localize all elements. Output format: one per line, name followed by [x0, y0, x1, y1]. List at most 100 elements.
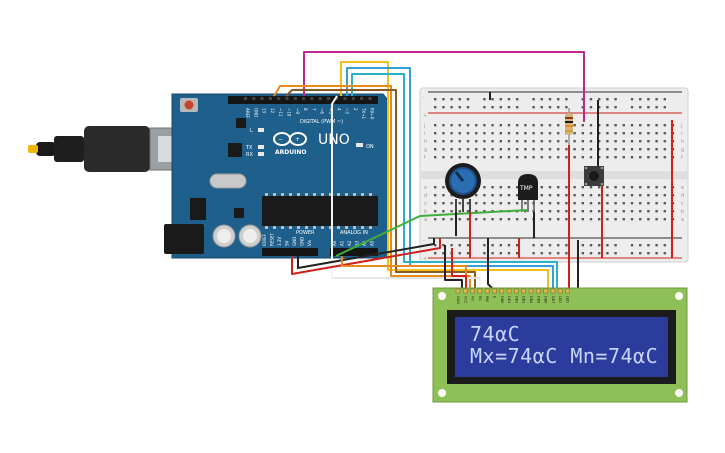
lcd-pin-label: DB7: [551, 296, 555, 303]
digital-pin-label: 2: [353, 108, 358, 111]
row-letter: c: [681, 201, 684, 207]
row-letter: g: [681, 147, 684, 153]
wire-blue: [346, 67, 554, 290]
lcd-pin[interactable]: [543, 288, 548, 294]
digital-pin-socket[interactable]: [252, 97, 256, 100]
on-label: ON: [366, 144, 374, 150]
digital-pin-socket[interactable]: [302, 97, 306, 100]
lcd-pin-label: RW: [485, 296, 489, 302]
potentiometer[interactable]: [445, 163, 481, 212]
resistor[interactable]: [565, 108, 573, 145]
row-letter: f: [681, 155, 683, 161]
digital-pin-socket[interactable]: [351, 97, 355, 100]
lcd-pin[interactable]: [550, 288, 556, 294]
atmega-chip: [262, 196, 378, 226]
on-led: [356, 143, 363, 147]
digital-pin-label: ~10: [287, 108, 292, 117]
digital-pin-socket[interactable]: [318, 97, 322, 100]
rx-led-label: RX: [246, 152, 253, 158]
power-pin-label: Vin: [307, 239, 312, 246]
lcd-pin[interactable]: [477, 288, 483, 294]
row-letter: b: [681, 209, 684, 215]
lcd-pin-label: VCC: [463, 296, 467, 304]
breadboard-holes[interactable]: [434, 98, 675, 255]
lcd-pin-label: GND: [456, 296, 460, 304]
row-letter: d: [681, 193, 684, 199]
wire-magenta: [303, 51, 585, 122]
digital-pin-label: 12: [270, 108, 275, 114]
digital-pin-socket[interactable]: [360, 97, 364, 100]
wires: [273, 51, 673, 291]
row-letter: e: [424, 185, 427, 191]
analog-pin-label: A3: [355, 240, 360, 246]
digital-pin-socket[interactable]: [260, 97, 264, 100]
lcd-pin[interactable]: [484, 288, 490, 294]
push-button[interactable]: [584, 166, 604, 186]
l-led-label: L: [250, 128, 253, 134]
digital-pin-label: TX→1: [361, 107, 366, 120]
lcd-pin-label: DB1: [507, 296, 511, 303]
wire-black-bottom: [297, 238, 435, 269]
analog-pin-label: A1: [340, 240, 345, 246]
digital-pin-socket[interactable]: [277, 97, 281, 100]
digital-pin-label: ~11: [278, 108, 283, 117]
lcd-pin[interactable]: [536, 288, 541, 294]
lcd-pin-label: E: [493, 296, 497, 298]
crystal: [209, 173, 247, 189]
chip-pins: [265, 193, 372, 229]
lcd-pin-label: LED: [558, 296, 562, 303]
digital-pin-label: ~5: [328, 108, 333, 114]
analog-pin-label: A0: [332, 240, 337, 246]
row-letter: d: [424, 193, 427, 199]
lcd-pin[interactable]: [470, 288, 475, 294]
digital-pin-socket[interactable]: [285, 97, 289, 100]
lcd-pin[interactable]: [506, 288, 512, 294]
lcd-pin[interactable]: [455, 288, 461, 294]
lcd-pin[interactable]: [557, 288, 563, 294]
wire-red-lcd-1: [451, 248, 467, 290]
row-letter: c: [424, 201, 427, 207]
lcd-pin[interactable]: [463, 288, 468, 294]
rail-minus-bottom: -: [423, 238, 425, 244]
lcd-line-2: Mx=74αC Mn=74αC: [470, 344, 658, 368]
digital-pin-socket[interactable]: [327, 97, 330, 100]
lcd-pin[interactable]: [514, 288, 519, 294]
wire-black-lcd-1: [444, 245, 463, 290]
lcd-pin[interactable]: [499, 288, 505, 294]
lcd-pin[interactable]: [492, 288, 497, 294]
row-letter: f: [424, 155, 426, 161]
lcd-pin[interactable]: [521, 288, 526, 294]
tmp-label: TMP: [519, 185, 533, 192]
row-letter: a: [424, 217, 427, 223]
digital-pin-label: 7: [311, 108, 316, 111]
digital-pin-socket[interactable]: [310, 97, 314, 100]
lcd-pin-label: DB2: [514, 296, 518, 303]
row-letter: b: [424, 209, 427, 215]
digital-pin-socket[interactable]: [343, 97, 347, 100]
digital-pin-socket[interactable]: [268, 97, 272, 100]
lcd-pin-label: V0: [471, 296, 475, 301]
row-letter: a: [681, 217, 684, 223]
digital-pin-socket[interactable]: [368, 97, 372, 100]
row-letter: e: [681, 185, 684, 191]
tx-led-label: TX: [245, 145, 253, 151]
lcd-pin[interactable]: [528, 288, 534, 294]
lcd-pin-label: DB5: [536, 296, 540, 303]
wire-white: [331, 95, 481, 290]
lcd-pin[interactable]: [565, 288, 570, 294]
row-letter: i: [681, 131, 682, 137]
lcd-pin-label: DB3: [522, 296, 526, 303]
brand-label: ARDUINO: [275, 149, 306, 156]
digital-pin-socket[interactable]: [335, 97, 339, 100]
digital-pin-socket[interactable]: [244, 97, 247, 100]
power-pin-label: 3.3V: [277, 237, 282, 246]
analog-header[interactable]: [330, 248, 378, 256]
digital-pin-socket[interactable]: [293, 97, 297, 100]
power-header[interactable]: [262, 248, 318, 256]
digital-pin-label: 13: [262, 108, 267, 114]
